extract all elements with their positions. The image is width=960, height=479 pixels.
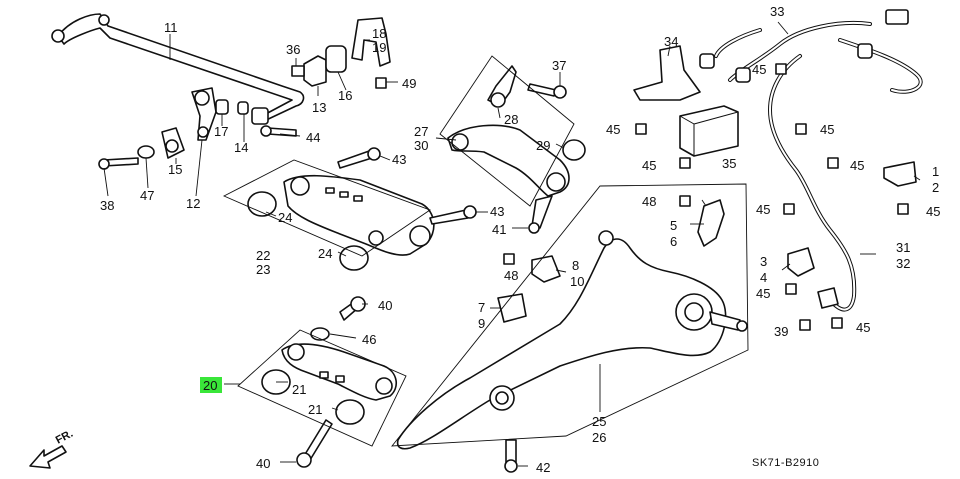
front-direction-indicator: FR.	[29, 428, 75, 469]
callout-46[interactable]: 46	[362, 332, 376, 347]
callout-39[interactable]: 39	[774, 324, 788, 339]
callout-27[interactable]: 27	[414, 124, 428, 139]
callout-25[interactable]: 25	[592, 414, 606, 429]
callout-13[interactable]: 13	[312, 100, 326, 115]
callout-20[interactable]: 20	[203, 378, 217, 393]
callout-35[interactable]: 35	[722, 156, 736, 171]
callout-26[interactable]: 26	[592, 430, 606, 445]
rear-lower-arm-upper[interactable]	[247, 147, 477, 271]
stabilizer-bushing-and-holder[interactable]	[291, 17, 391, 89]
callout-43-upper[interactable]: 43	[392, 152, 406, 167]
callout-44[interactable]: 44	[306, 130, 320, 145]
callout-32[interactable]: 32	[896, 256, 910, 271]
callout-labels: 11 12 13 14 15 16 17 18 19 36 49 44 38 4…	[100, 4, 940, 475]
callout-43-right[interactable]: 43	[490, 204, 504, 219]
stabilizer-link-assembly[interactable]	[98, 87, 297, 170]
callout-21-left[interactable]: 21	[292, 382, 306, 397]
callout-21-right[interactable]: 21	[308, 402, 322, 417]
callout-24-lower[interactable]: 24	[318, 246, 332, 261]
callout-14[interactable]: 14	[234, 140, 248, 155]
callout-17[interactable]: 17	[214, 124, 228, 139]
group-frames	[222, 55, 749, 447]
callout-47[interactable]: 47	[140, 188, 154, 203]
callout-2[interactable]: 2	[932, 180, 939, 195]
callout-11[interactable]: 11	[164, 20, 178, 35]
callout-45-mid[interactable]: 45	[642, 158, 656, 173]
callout-45-rt3[interactable]: 45	[756, 202, 770, 217]
callout-29[interactable]: 29	[536, 138, 550, 153]
callout-24-left[interactable]: 24	[278, 210, 292, 225]
callout-45-top[interactable]: 45	[752, 62, 766, 77]
callout-31[interactable]: 31	[896, 240, 910, 255]
callout-40-lower[interactable]: 40	[256, 456, 270, 471]
front-arrow-icon	[29, 445, 67, 469]
callout-48-top[interactable]: 48	[642, 194, 656, 209]
callout-12[interactable]: 12	[186, 196, 200, 211]
callout-15[interactable]: 15	[168, 162, 182, 177]
callout-3[interactable]: 3	[760, 254, 767, 269]
callout-34[interactable]: 34	[664, 34, 678, 49]
stabilizer-bar[interactable]	[51, 13, 305, 125]
callout-18[interactable]: 18	[372, 26, 386, 41]
callout-45-rt5[interactable]: 45	[756, 286, 770, 301]
callout-5[interactable]: 5	[670, 218, 677, 233]
callout-6[interactable]: 6	[670, 234, 677, 249]
callout-38[interactable]: 38	[100, 198, 114, 213]
callout-42[interactable]: 42	[536, 460, 550, 475]
callout-40-upper[interactable]: 40	[378, 298, 392, 313]
trailing-arm-knuckle[interactable]	[396, 230, 748, 473]
callout-4[interactable]: 4	[760, 270, 767, 285]
callout-1[interactable]: 1	[932, 164, 939, 179]
front-label: FR.	[54, 428, 75, 447]
callout-36[interactable]: 36	[286, 42, 300, 57]
rear-lower-arm-lower[interactable]	[261, 296, 397, 468]
callout-9[interactable]: 9	[478, 316, 485, 331]
highlight-box	[200, 377, 222, 393]
callout-7[interactable]: 7	[478, 300, 485, 315]
callout-30[interactable]: 30	[414, 138, 428, 153]
leader-lines	[103, 21, 921, 467]
small-brackets[interactable]	[497, 195, 725, 323]
callout-37[interactable]: 37	[552, 58, 566, 73]
diagram-code: SK71-B2910	[752, 457, 819, 469]
callout-19[interactable]: 19	[372, 40, 386, 55]
callout-41[interactable]: 41	[492, 222, 506, 237]
callout-23[interactable]: 23	[256, 262, 270, 277]
callout-45-left[interactable]: 45	[606, 122, 620, 137]
wheel-speed-sensor-harness[interactable]	[633, 9, 923, 331]
callout-48-lower[interactable]: 48	[504, 268, 518, 283]
callout-10[interactable]: 10	[570, 274, 584, 289]
callout-28[interactable]: 28	[504, 112, 518, 127]
callout-45-rt2[interactable]: 45	[850, 158, 864, 173]
callout-16[interactable]: 16	[338, 88, 352, 103]
callout-33[interactable]: 33	[770, 4, 784, 19]
rear-upper-arm[interactable]	[447, 65, 586, 234]
callout-45-rt1[interactable]: 45	[820, 122, 834, 137]
callout-8[interactable]: 8	[572, 258, 579, 273]
callout-45-rt6[interactable]: 45	[856, 320, 870, 335]
callout-22[interactable]: 22	[256, 248, 270, 263]
callout-49[interactable]: 49	[402, 76, 416, 91]
callout-45-rt4[interactable]: 45	[926, 204, 940, 219]
